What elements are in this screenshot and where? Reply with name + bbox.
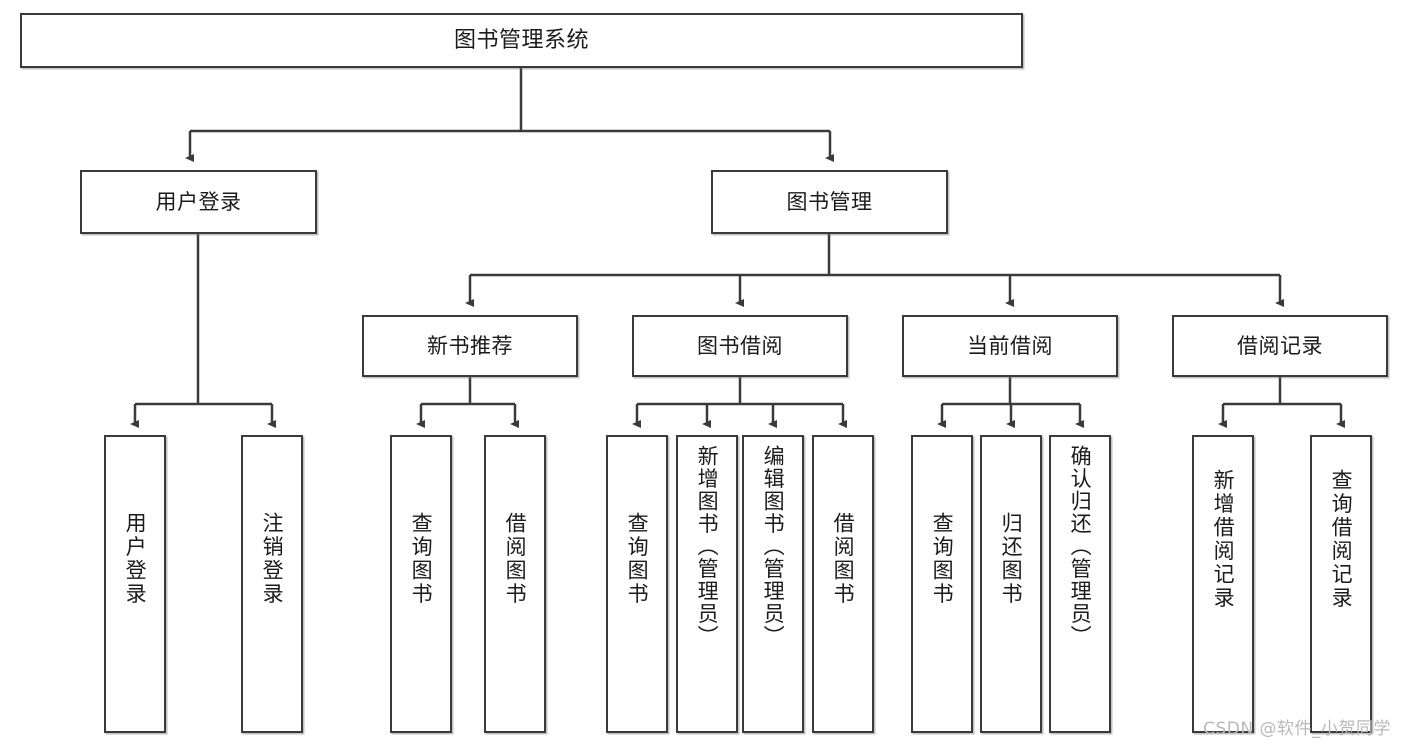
leaf-query-borrow-record[interactable]: 查询借阅记录 [1310,435,1372,733]
node-label: 查询借阅记录 [1329,469,1354,610]
node-label: 用户登录 [155,189,242,214]
leaf-borrow-book-recommend[interactable]: 借阅图书 [484,435,546,733]
node-label: 当前借阅 [967,333,1053,358]
leaf-return-book[interactable]: 归还图书 [980,435,1042,733]
node-label: 图书管理系统 [453,27,589,53]
leaf-user-login[interactable]: 用户登录 [104,435,166,733]
node-label: 编辑图书（管理员） [761,445,786,648]
node-label: 新书推荐 [427,333,513,358]
leaf-query-book-current[interactable]: 查询图书 [911,435,973,733]
node-label: 新增借阅记录 [1211,469,1236,610]
node-label: 用户登录 [123,512,148,606]
node-label: 确认归还（管理员） [1068,445,1093,648]
node-label: 查询图书 [625,512,650,606]
leaf-query-book-recommend[interactable]: 查询图书 [390,435,452,733]
node-label: 借阅图书 [831,512,856,606]
node-label: 借阅记录 [1237,333,1323,358]
leaf-logout[interactable]: 注销登录 [241,435,303,733]
node-label: 注销登录 [260,512,285,606]
node-borrow-record[interactable]: 借阅记录 [1172,315,1388,377]
leaf-add-book-admin[interactable]: 新增图书（管理员） [676,435,738,733]
leaf-query-book-borrow[interactable]: 查询图书 [606,435,668,733]
node-root-system[interactable]: 图书管理系统 [20,13,1023,68]
node-user-login[interactable]: 用户登录 [80,170,317,234]
node-label: 图书借阅 [697,333,783,358]
node-label: 新增图书（管理员） [695,445,720,648]
node-label: 借阅图书 [503,512,528,606]
leaf-edit-book-admin[interactable]: 编辑图书（管理员） [742,435,804,733]
node-label: 查询图书 [409,512,434,606]
leaf-confirm-return-admin[interactable]: 确认归还（管理员） [1049,435,1111,733]
node-label: 图书管理 [786,189,873,214]
leaf-borrow-book[interactable]: 借阅图书 [812,435,874,733]
node-current-borrow[interactable]: 当前借阅 [902,315,1118,377]
node-book-borrow[interactable]: 图书借阅 [632,315,848,377]
node-label: 查询图书 [930,512,955,606]
leaf-add-borrow-record[interactable]: 新增借阅记录 [1192,435,1254,733]
node-label: 归还图书 [999,512,1024,606]
node-book-management[interactable]: 图书管理 [711,170,948,234]
node-new-book-recommend[interactable]: 新书推荐 [362,315,578,377]
